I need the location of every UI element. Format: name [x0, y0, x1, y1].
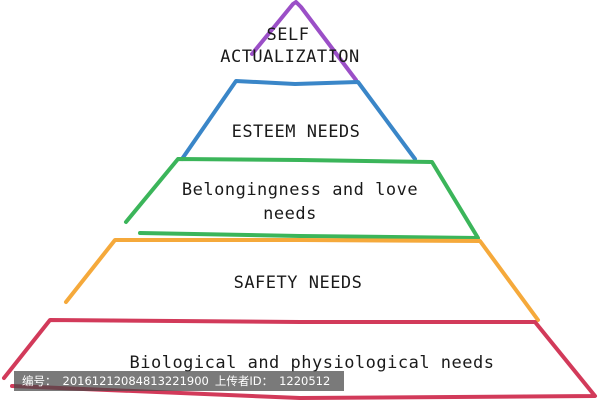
level-esteem: ESTEEM NEEDS — [180, 79, 417, 161]
level-self-actualization: SELF ACTUALIZATION — [220, 0, 360, 82]
level-belongingness: Belongingness and love needs — [124, 157, 480, 240]
level-biological-outline — [2, 318, 597, 400]
level-biological: Biological and physiological needs — [2, 318, 597, 400]
level-self-actualization-outline — [250, 0, 358, 82]
watermark-id-value: 20161212084813221900 — [62, 374, 209, 388]
level-esteem-outline — [180, 79, 417, 161]
level-belongingness-line-1: Belongingness and love — [182, 180, 418, 200]
level-belongingness-line-2: needs — [263, 204, 317, 224]
level-belongingness-outline — [124, 157, 480, 240]
level-esteem-label: ESTEEM NEEDS — [232, 122, 361, 142]
watermark-uploader-value: 1220512 — [279, 374, 331, 388]
watermark-bar: 编号： 20161212084813221900 上传者ID： 1220512 — [14, 371, 345, 391]
level-safety: SAFETY NEEDS — [64, 238, 540, 322]
watermark-id-label: 编号： — [22, 374, 57, 388]
level-biological-label: Biological and physiological needs — [130, 353, 495, 373]
level-self-actualization-line-1: SELF — [267, 25, 310, 45]
level-safety-outline — [64, 238, 540, 322]
watermark-uploader-label: 上传者ID： — [214, 374, 274, 388]
level-self-actualization-line-2: ACTUALIZATION — [220, 47, 360, 67]
level-safety-label: SAFETY NEEDS — [234, 273, 363, 293]
